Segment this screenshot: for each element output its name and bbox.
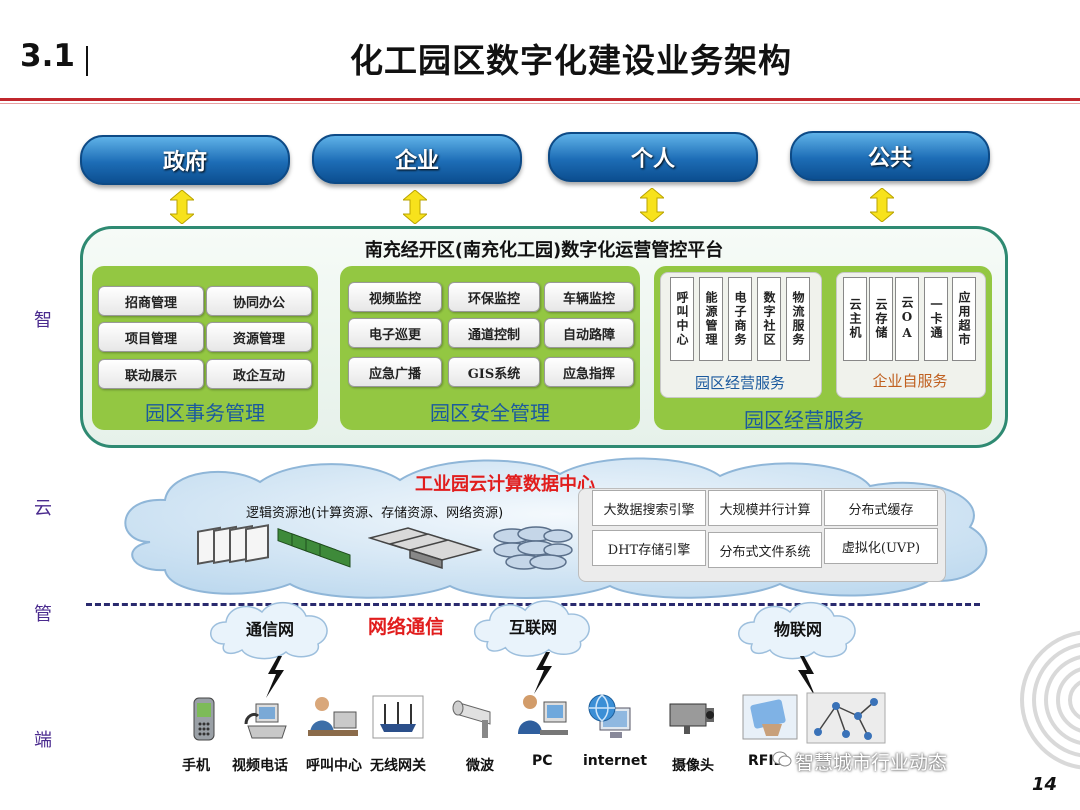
network-label-telecom: 通信网 <box>245 620 294 639</box>
park-service-item: 电子商务 <box>728 277 752 361</box>
stakeholder-individual: 个人 <box>548 132 758 182</box>
safety-item: 应急指挥 <box>544 357 634 387</box>
capability-item: 分布式缓存 <box>824 490 938 526</box>
device-label: 微波 <box>466 758 494 774</box>
network-cloud-shape <box>738 602 856 660</box>
device-label: PC <box>532 753 553 769</box>
device-label: 视频电话 <box>232 758 288 774</box>
affairs-item: 政企互动 <box>206 359 312 389</box>
safety-management-title: 园区安全管理 <box>430 401 550 425</box>
page-number: 14 <box>1032 774 1058 795</box>
affairs-item: 资源管理 <box>206 322 312 352</box>
camera-icon <box>669 703 714 734</box>
pc-user-icon <box>518 695 568 735</box>
stakeholder-public: 公共 <box>790 131 990 181</box>
capability-item: 大数据搜索引擎 <box>592 490 706 526</box>
self-service-caption: 企业自服务 <box>872 372 948 390</box>
section-divider <box>86 46 88 76</box>
capability-item: DHT存储引擎 <box>592 530 706 566</box>
layer-label-terminal: 端 <box>34 730 52 751</box>
park-service-caption: 园区经营服务 <box>694 374 785 392</box>
device-label: internet <box>583 753 648 769</box>
memory-modules-icon <box>277 528 351 568</box>
self-service-item: 一卡通 <box>924 277 948 361</box>
network-title: 网络通信 <box>368 616 445 638</box>
network-label-iot: 物联网 <box>773 620 822 639</box>
network-label-internet: 互联网 <box>508 618 557 637</box>
iot-sensor-network-icon <box>806 692 886 744</box>
page-title: 化工园区数字化建设业务架构 <box>350 41 792 80</box>
double-arrow-icon <box>403 190 427 224</box>
layer-label-cloud: 云 <box>34 498 52 519</box>
double-arrow-icon <box>640 188 664 222</box>
device-label: 无线网关 <box>370 758 426 774</box>
safety-item: GIS系统 <box>448 357 540 387</box>
safety-item: 自动路障 <box>544 318 634 348</box>
park-service-item: 物流服务 <box>786 277 810 361</box>
call-center-icon <box>308 697 358 736</box>
storage-disks-icon <box>493 526 573 570</box>
double-arrow-icon <box>170 190 194 224</box>
decorative-rings-icon <box>1020 630 1080 770</box>
operations-service-title: 园区经营服务 <box>744 408 864 432</box>
capability-item: 虚拟化(UVP) <box>824 528 938 564</box>
header-rule <box>0 98 1080 101</box>
mobile-phone-icon <box>193 697 215 741</box>
lightning-icon <box>534 652 552 694</box>
device-label: 摄像头 <box>672 758 714 774</box>
resource-pool-label: 逻辑资源池(计算资源、存储资源、网络资源) <box>246 506 504 521</box>
affairs-item: 项目管理 <box>98 322 204 352</box>
servers-icon <box>368 527 483 570</box>
lightning-icon <box>798 656 816 698</box>
affairs-item: 招商管理 <box>98 286 204 316</box>
self-service-item: 云OA <box>895 277 919 361</box>
safety-item: 车辆监控 <box>544 282 634 312</box>
lightning-icon <box>266 656 284 698</box>
wechat-icon <box>772 751 792 767</box>
layer-label-smart: 智 <box>34 310 52 331</box>
park-service-item: 数字社区 <box>757 277 781 361</box>
safety-item: 通道控制 <box>448 318 540 348</box>
self-service-item: 云主机 <box>843 277 867 361</box>
header-rule-thin <box>0 103 1080 104</box>
microwave-antenna-icon <box>452 700 491 738</box>
self-service-item: 应用超市 <box>952 277 976 361</box>
affairs-management-title: 园区事务管理 <box>145 401 265 425</box>
stakeholder-government: 政府 <box>80 135 290 185</box>
layer-label-pipe: 管 <box>34 604 52 625</box>
double-arrow-icon <box>870 188 894 222</box>
safety-item: 应急广播 <box>348 357 442 387</box>
safety-item: 电子巡更 <box>348 318 442 348</box>
safety-item: 视频监控 <box>348 282 442 312</box>
datacenter-title: 工业园云计算数据中心 <box>415 474 595 495</box>
park-service-item: 呼叫中心 <box>670 277 694 361</box>
affairs-item: 联动展示 <box>98 359 204 389</box>
wireless-gateway-icon <box>372 695 424 739</box>
network-cloud-shape <box>210 602 328 660</box>
rfid-icon <box>742 694 798 740</box>
section-number: 3.1 <box>20 38 75 74</box>
capability-item: 分布式文件系统 <box>708 532 822 568</box>
park-service-item: 能源管理 <box>699 277 723 361</box>
device-label: 呼叫中心 <box>306 758 362 774</box>
platform-title: 南充经开区(南充化工园)数字化运营管控平台 <box>364 240 724 261</box>
internet-globe-icon <box>588 694 631 738</box>
network-cloud-shape <box>473 600 590 657</box>
device-label: 手机 <box>182 758 210 774</box>
affairs-item: 协同办公 <box>206 286 312 316</box>
capability-item: 大规模并行计算 <box>708 490 822 526</box>
watermark-text: 智慧城市行业动态 <box>795 752 948 774</box>
monitors-icon <box>197 524 269 565</box>
self-service-item: 云存储 <box>869 277 893 361</box>
stakeholder-enterprise: 企业 <box>312 134 522 184</box>
safety-item: 环保监控 <box>448 282 540 312</box>
video-phone-icon <box>244 703 287 739</box>
